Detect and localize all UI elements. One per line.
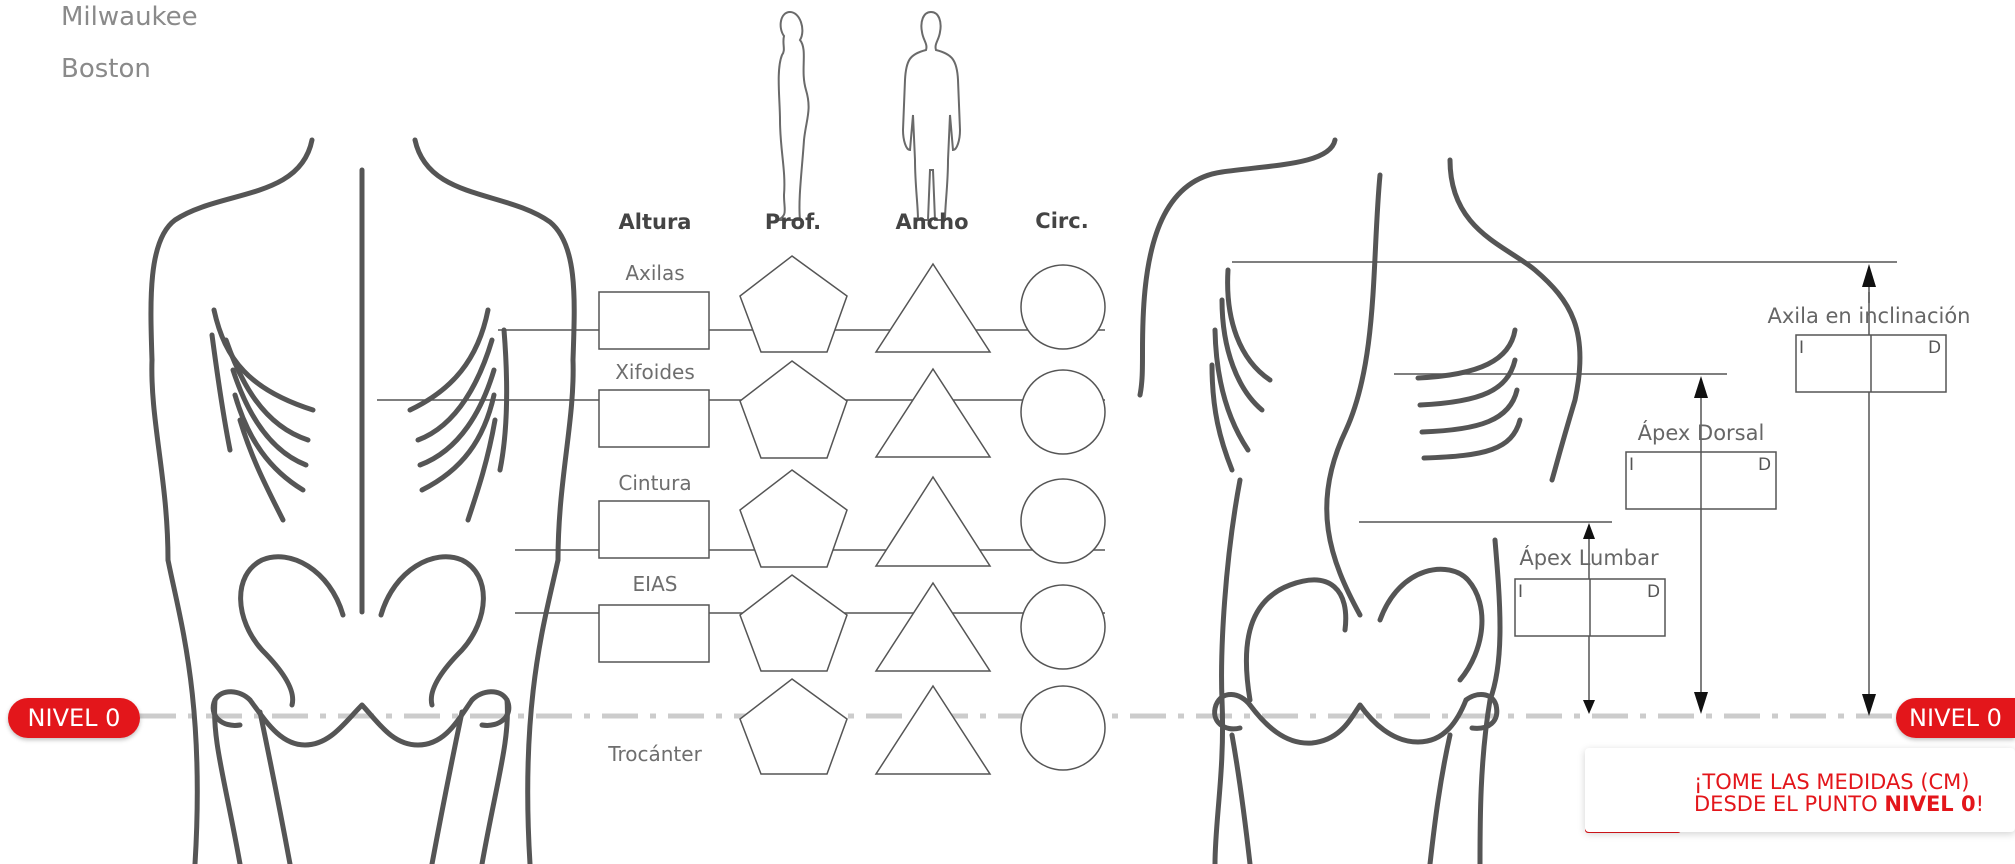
lumbar-left-label: I	[1518, 582, 1523, 602]
measure-lines	[1232, 262, 1897, 703]
circ-input-trocanter[interactable]	[1021, 686, 1105, 770]
circ-input-eias[interactable]	[1021, 585, 1105, 669]
side-view-torso	[1140, 140, 1580, 864]
axila-left-label: I	[1799, 338, 1804, 358]
ancho-input-xifoides[interactable]	[876, 369, 990, 457]
dorsal-left-label: I	[1629, 455, 1634, 475]
warning-line2-prefix: DESDE EL PUNTO	[1694, 792, 1884, 816]
prof-input-cintura[interactable]	[740, 470, 847, 567]
row-label-cintura: Cintura	[618, 471, 691, 495]
measure-label-axila: Axila en inclinación	[1768, 304, 1971, 328]
row-lines	[377, 330, 1105, 613]
lumbar-right-label: D	[1647, 582, 1660, 602]
front-figure-icon	[903, 12, 960, 220]
axila-right-label: D	[1928, 338, 1941, 358]
header-ancho: Ancho	[895, 210, 968, 234]
ancho-input-axilas[interactable]	[876, 264, 990, 352]
row-label-trocanter: Trocánter	[607, 742, 702, 766]
prof-input-eias[interactable]	[740, 575, 847, 671]
warning-text: ¡TOME LAS MEDIDAS (CM) DESDE EL PUNTO NI…	[1694, 771, 1984, 815]
prof-input-trocanter[interactable]	[740, 679, 847, 774]
ancho-input-eias[interactable]	[876, 583, 990, 671]
altura-input-xifoides[interactable]	[599, 390, 709, 447]
ancho-input-trocanter[interactable]	[876, 686, 990, 774]
warning-line1: ¡TOME LAS MEDIDAS (CM)	[1694, 771, 1984, 793]
header-altura: Altura	[619, 210, 692, 234]
circ-input-cintura[interactable]	[1021, 479, 1105, 563]
ancho-input-cintura[interactable]	[876, 477, 990, 566]
header-circ: Circ.	[1035, 209, 1088, 233]
nivel-0-badge-left: NIVEL 0	[8, 698, 140, 738]
row-label-eias: EIAS	[633, 572, 678, 596]
altura-input-axilas[interactable]	[599, 292, 709, 349]
prof-input-xifoides[interactable]	[740, 361, 847, 458]
measure-label-dorsal: Ápex Dorsal	[1638, 420, 1765, 445]
row-label-axilas: Axilas	[625, 261, 684, 285]
warning-line2: DESDE EL PUNTO NIVEL 0!	[1694, 793, 1984, 815]
circ-input-xifoides[interactable]	[1021, 370, 1105, 454]
altura-input-eias[interactable]	[599, 605, 709, 662]
nivel-0-badge-right: NIVEL 0	[1896, 698, 2015, 738]
dorsal-right-label: D	[1758, 455, 1771, 475]
measure-label-lumbar: Ápex Lumbar	[1519, 545, 1659, 570]
warning-line2-bold: NIVEL 0	[1884, 792, 1975, 816]
circ-input-axilas[interactable]	[1021, 265, 1105, 349]
prof-input-axilas[interactable]	[740, 256, 847, 352]
altura-input-cintura[interactable]	[599, 501, 709, 558]
header-prof: Prof.	[765, 210, 821, 234]
side-profile-figure-icon	[778, 12, 809, 220]
warning-line2-suffix: !	[1976, 792, 1984, 816]
back-view-torso	[151, 140, 574, 864]
row-label-xifoides: Xifoides	[615, 360, 695, 384]
